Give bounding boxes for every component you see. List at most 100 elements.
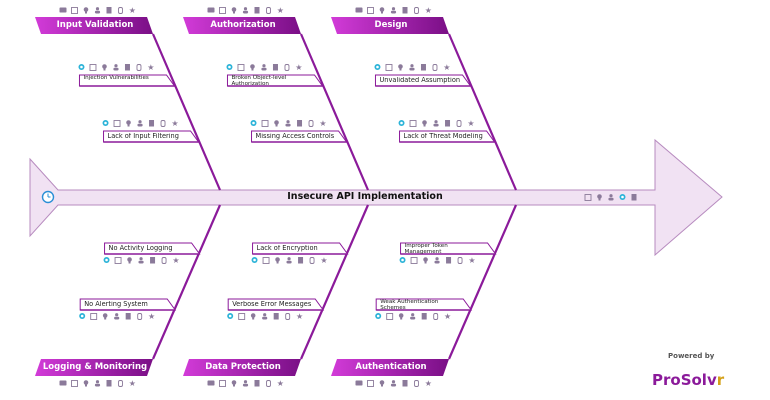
bulb-icon[interactable] <box>597 194 602 201</box>
bulb-icon[interactable] <box>126 120 131 127</box>
folder-icon[interactable] <box>355 380 363 386</box>
external-link-icon[interactable] <box>584 194 592 201</box>
external-link-icon[interactable] <box>114 257 122 264</box>
bulb-icon[interactable] <box>127 257 132 264</box>
document-icon[interactable] <box>631 194 637 201</box>
bulb-icon[interactable] <box>83 7 89 14</box>
folder-icon[interactable] <box>207 380 215 386</box>
document-icon[interactable] <box>298 257 304 264</box>
external-link-icon[interactable] <box>409 120 417 127</box>
external-link-icon[interactable] <box>219 7 226 14</box>
user-icon[interactable] <box>409 64 415 71</box>
bulb-icon[interactable] <box>250 313 256 320</box>
external-link-icon[interactable] <box>385 64 393 71</box>
external-link-icon[interactable] <box>113 120 121 127</box>
star-icon[interactable]: ★ <box>171 119 178 128</box>
hand-icon[interactable] <box>308 120 314 127</box>
user-icon[interactable] <box>433 120 439 127</box>
cyan-icon[interactable] <box>227 313 234 319</box>
hand-icon[interactable] <box>118 7 123 14</box>
star-icon[interactable]: ★ <box>148 312 155 321</box>
user-icon[interactable] <box>242 7 249 14</box>
document-icon[interactable] <box>445 120 451 127</box>
bulb-icon[interactable] <box>250 64 255 71</box>
star-icon[interactable]: ★ <box>443 63 450 72</box>
star-icon[interactable]: ★ <box>129 379 136 388</box>
cyan-icon[interactable] <box>619 194 626 200</box>
document-icon[interactable] <box>254 7 260 14</box>
external-link-icon[interactable] <box>262 257 270 264</box>
bulb-icon[interactable] <box>102 313 108 320</box>
star-icon[interactable]: ★ <box>425 379 432 388</box>
user-icon[interactable] <box>242 380 249 387</box>
hand-icon[interactable] <box>284 64 290 71</box>
external-link-icon[interactable] <box>90 313 98 320</box>
hand-icon[interactable] <box>432 64 438 71</box>
hand-icon[interactable] <box>433 313 439 320</box>
cyan-icon[interactable] <box>78 64 85 70</box>
user-icon[interactable] <box>286 257 292 264</box>
category-header[interactable] <box>331 17 449 34</box>
cyan-icon[interactable] <box>102 120 109 126</box>
user-icon[interactable] <box>114 313 120 320</box>
cyan-icon[interactable] <box>375 313 382 319</box>
document-icon[interactable] <box>106 380 112 387</box>
hand-icon[interactable] <box>118 380 123 387</box>
bulb-icon[interactable] <box>423 257 428 264</box>
cyan-icon[interactable] <box>251 257 258 263</box>
bulb-icon[interactable] <box>398 313 404 320</box>
star-icon[interactable]: ★ <box>147 63 154 72</box>
external-link-icon[interactable] <box>367 7 374 14</box>
star-icon[interactable]: ★ <box>277 6 284 15</box>
star-icon[interactable]: ★ <box>319 119 326 128</box>
hand-icon[interactable] <box>456 120 462 127</box>
star-icon[interactable]: ★ <box>277 379 284 388</box>
category-header[interactable] <box>183 359 301 376</box>
star-icon[interactable]: ★ <box>320 256 327 265</box>
document-icon[interactable] <box>125 313 131 320</box>
document-icon[interactable] <box>402 380 408 387</box>
bulb-icon[interactable] <box>83 380 89 387</box>
hand-icon[interactable] <box>161 257 167 264</box>
external-link-icon[interactable] <box>89 64 97 71</box>
document-icon[interactable] <box>272 64 278 71</box>
hand-icon[interactable] <box>285 313 291 320</box>
hand-icon[interactable] <box>137 313 143 320</box>
folder-icon[interactable] <box>207 7 215 13</box>
user-icon[interactable] <box>410 313 416 320</box>
user-icon[interactable] <box>390 7 397 14</box>
hand-icon[interactable] <box>266 7 271 14</box>
user-icon[interactable] <box>137 120 143 127</box>
bulb-icon[interactable] <box>231 7 237 14</box>
user-icon[interactable] <box>94 7 101 14</box>
cyan-icon[interactable] <box>103 257 110 263</box>
star-icon[interactable]: ★ <box>468 256 475 265</box>
star-icon[interactable]: ★ <box>425 6 432 15</box>
star-icon[interactable]: ★ <box>129 6 136 15</box>
star-icon[interactable]: ★ <box>295 63 302 72</box>
user-icon[interactable] <box>261 64 267 71</box>
hand-icon[interactable] <box>160 120 166 127</box>
cyan-icon[interactable] <box>79 313 86 319</box>
external-link-icon[interactable] <box>410 257 418 264</box>
user-icon[interactable] <box>434 257 440 264</box>
document-icon[interactable] <box>254 380 260 387</box>
user-icon[interactable] <box>262 313 268 320</box>
external-link-icon[interactable] <box>71 7 78 14</box>
user-icon[interactable] <box>608 194 614 201</box>
document-icon[interactable] <box>420 64 426 71</box>
document-icon[interactable] <box>402 7 408 14</box>
bulb-icon[interactable] <box>379 380 385 387</box>
external-link-icon[interactable] <box>261 120 269 127</box>
document-icon[interactable] <box>149 120 155 127</box>
cyan-icon[interactable] <box>374 64 381 70</box>
bulb-icon[interactable] <box>275 257 280 264</box>
user-icon[interactable] <box>390 380 397 387</box>
external-link-icon[interactable] <box>367 380 374 387</box>
document-icon[interactable] <box>150 257 156 264</box>
hand-icon[interactable] <box>414 380 419 387</box>
star-icon[interactable]: ★ <box>172 256 179 265</box>
cyan-icon[interactable] <box>398 120 405 126</box>
bulb-icon[interactable] <box>379 7 385 14</box>
external-link-icon[interactable] <box>219 380 226 387</box>
